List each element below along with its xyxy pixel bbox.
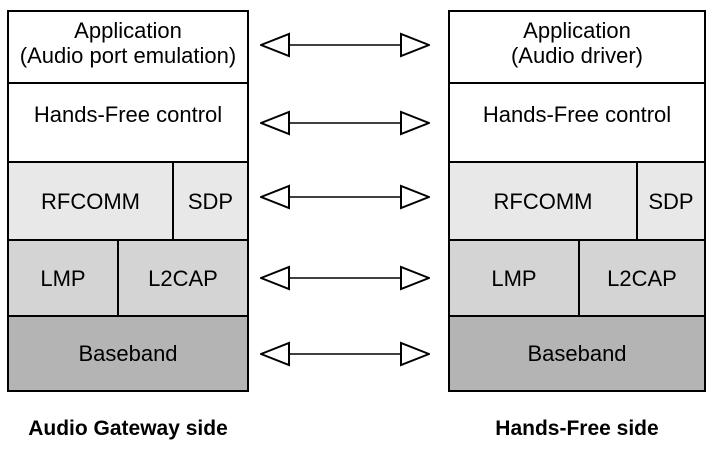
layer-l2cap-hf: L2CAP bbox=[578, 239, 706, 317]
layer-baseband-hf: Baseband bbox=[448, 315, 706, 392]
layer-application-ag: Application (Audio port emulation) bbox=[7, 10, 249, 84]
layer-application-hf-label: Application bbox=[523, 18, 631, 43]
audio-gateway-stack: Application (Audio port emulation) Hands… bbox=[7, 10, 249, 392]
layer-rfcomm-hf: RFCOMM bbox=[448, 161, 638, 241]
audio-gateway-side-caption: Audio Gateway side bbox=[28, 417, 228, 440]
layer-sdp-ag: SDP bbox=[172, 161, 249, 241]
layer-application-hf-sublabel: (Audio driver) bbox=[510, 43, 644, 68]
layer-lmp-ag: LMP bbox=[7, 239, 119, 317]
layer-row-rfcomm-sdp-hf: RFCOMM SDP bbox=[448, 161, 706, 241]
double-arrow-icon-application bbox=[260, 32, 430, 58]
layer-row-rfcomm-sdp-ag: RFCOMM SDP bbox=[7, 161, 249, 241]
layer-hands-free-control-ag: Hands-Free control bbox=[7, 82, 249, 163]
layer-application-hf: Application (Audio driver) bbox=[448, 10, 706, 84]
layer-row-lmp-l2cap-hf: LMP L2CAP bbox=[448, 239, 706, 317]
hands-free-side-caption: Hands-Free side bbox=[495, 417, 659, 440]
hands-free-stack: Application (Audio driver) Hands-Free co… bbox=[448, 10, 706, 392]
double-arrow-icon-lmp-l2cap bbox=[260, 265, 430, 291]
layer-sdp-hf: SDP bbox=[636, 161, 706, 241]
layer-baseband-ag: Baseband bbox=[7, 315, 249, 392]
double-arrow-icon-baseband bbox=[260, 341, 430, 367]
layer-rfcomm-ag: RFCOMM bbox=[7, 161, 174, 241]
layer-row-lmp-l2cap-ag: LMP L2CAP bbox=[7, 239, 249, 317]
layer-l2cap-ag: L2CAP bbox=[117, 239, 249, 317]
double-arrow-icon-hands-free-control bbox=[260, 110, 430, 136]
layer-application-ag-label: Application bbox=[74, 18, 182, 43]
double-arrow-icon-rfcomm-sdp bbox=[260, 184, 430, 210]
layer-lmp-hf: LMP bbox=[448, 239, 580, 317]
layer-hands-free-control-hf: Hands-Free control bbox=[448, 82, 706, 163]
layer-application-ag-sublabel: (Audio port emulation) bbox=[19, 43, 237, 68]
